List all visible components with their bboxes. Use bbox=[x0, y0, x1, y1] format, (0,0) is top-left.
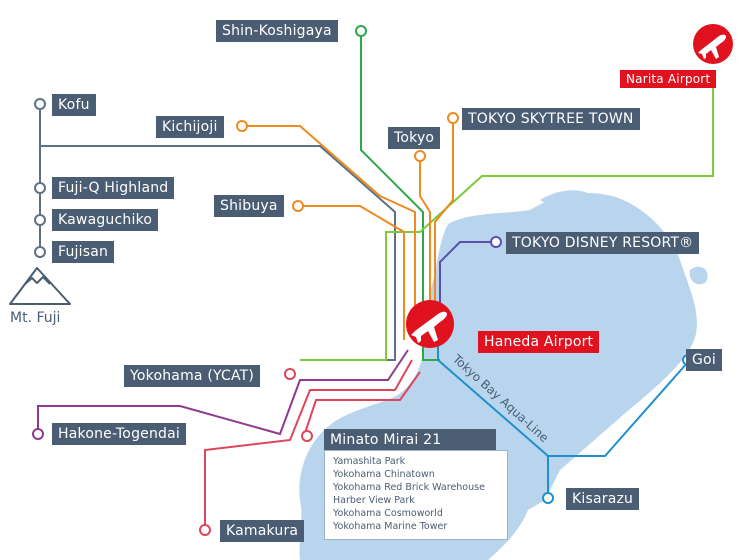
skytree-route bbox=[434, 118, 454, 340]
label-shibuya[interactable]: Shibuya bbox=[214, 195, 284, 217]
label-tokyo[interactable]: Tokyo bbox=[388, 127, 441, 149]
label-haneda-airport[interactable]: Haneda Airport bbox=[478, 331, 600, 353]
minato-mirai-spot: Yokohama Marine Tower bbox=[333, 521, 448, 532]
minato-mirai-spot: Yokohama Chinatown bbox=[333, 469, 435, 480]
fuji-line bbox=[39, 104, 396, 361]
label-hakone-togendai[interactable]: Hakone-Togendai bbox=[52, 423, 186, 445]
station-kofu[interactable] bbox=[34, 98, 46, 110]
label-kisarazu[interactable]: Kisarazu bbox=[566, 488, 640, 510]
label-kawaguchiko[interactable]: Kawaguchiko bbox=[52, 209, 159, 231]
station-fujiq[interactable] bbox=[34, 182, 46, 194]
label-narita-airport[interactable]: Narita Airport bbox=[620, 70, 717, 88]
airplane-icon bbox=[406, 300, 454, 348]
station-disney[interactable] bbox=[490, 236, 502, 248]
minato-mirai-spot: Harber View Park bbox=[333, 495, 415, 506]
station-kisarazu[interactable] bbox=[542, 492, 554, 504]
station-kichijoji[interactable] bbox=[236, 120, 248, 132]
station-tokyo[interactable] bbox=[414, 150, 426, 162]
narita-route bbox=[300, 86, 714, 361]
label-goi[interactable]: Goi bbox=[686, 349, 722, 371]
label-yokohama-ycat[interactable]: Yokohama (YCAT) bbox=[124, 365, 261, 387]
shibuya-route bbox=[298, 205, 405, 340]
station-kamakura[interactable] bbox=[199, 524, 211, 536]
label-kichijoji[interactable]: Kichijoji bbox=[156, 116, 224, 138]
label-fuji-q-highland[interactable]: Fuji-Q Highland bbox=[52, 177, 175, 199]
minato-mirai-spot: Yokohama Cosmoworld bbox=[333, 508, 443, 519]
airplane-icon bbox=[693, 24, 733, 64]
label-minato-mirai-21[interactable]: Minato Mirai 21 bbox=[324, 429, 496, 451]
disney-route bbox=[439, 241, 496, 320]
label-kamakura[interactable]: Kamakura bbox=[220, 520, 305, 542]
station-shibuya[interactable] bbox=[292, 200, 304, 212]
island-2 bbox=[689, 266, 708, 285]
station-kawaguchiko[interactable] bbox=[34, 214, 46, 226]
kichijoji-route bbox=[242, 125, 416, 340]
label-kofu[interactable]: Kofu bbox=[52, 94, 96, 116]
minato-mirai-spot: Yokohama Red Brick Warehouse bbox=[333, 482, 485, 493]
goi-route bbox=[548, 361, 689, 457]
mountain-icon bbox=[9, 267, 71, 305]
label-tokyo-disney-resort[interactable]: TOKYO DISNEY RESORT® bbox=[506, 232, 700, 254]
station-fujisan[interactable] bbox=[34, 246, 46, 258]
tokyo-route bbox=[419, 156, 431, 340]
minato-mirai-spot: Yamashita Park bbox=[333, 456, 406, 467]
station-skytree[interactable] bbox=[447, 112, 459, 124]
station-hakone[interactable] bbox=[32, 428, 44, 440]
station-ycat[interactable] bbox=[284, 368, 296, 380]
label-mt-fuji: Mt. Fuji bbox=[10, 310, 61, 326]
label-tokyo-skytree-town[interactable]: TOKYO SKYTREE TOWN bbox=[462, 108, 640, 130]
station-minato-mirai[interactable] bbox=[301, 430, 313, 442]
island-1 bbox=[540, 190, 592, 209]
hakone-route bbox=[37, 349, 409, 436]
kamakura-route bbox=[204, 359, 413, 530]
label-fujisan[interactable]: Fujisan bbox=[52, 241, 115, 263]
label-shin-koshigaya[interactable]: Shin-Koshigaya bbox=[216, 20, 338, 42]
shin-koshigaya-route bbox=[360, 36, 440, 361]
station-shin-koshigaya[interactable] bbox=[355, 25, 367, 37]
minato-mirai-route bbox=[303, 371, 421, 437]
